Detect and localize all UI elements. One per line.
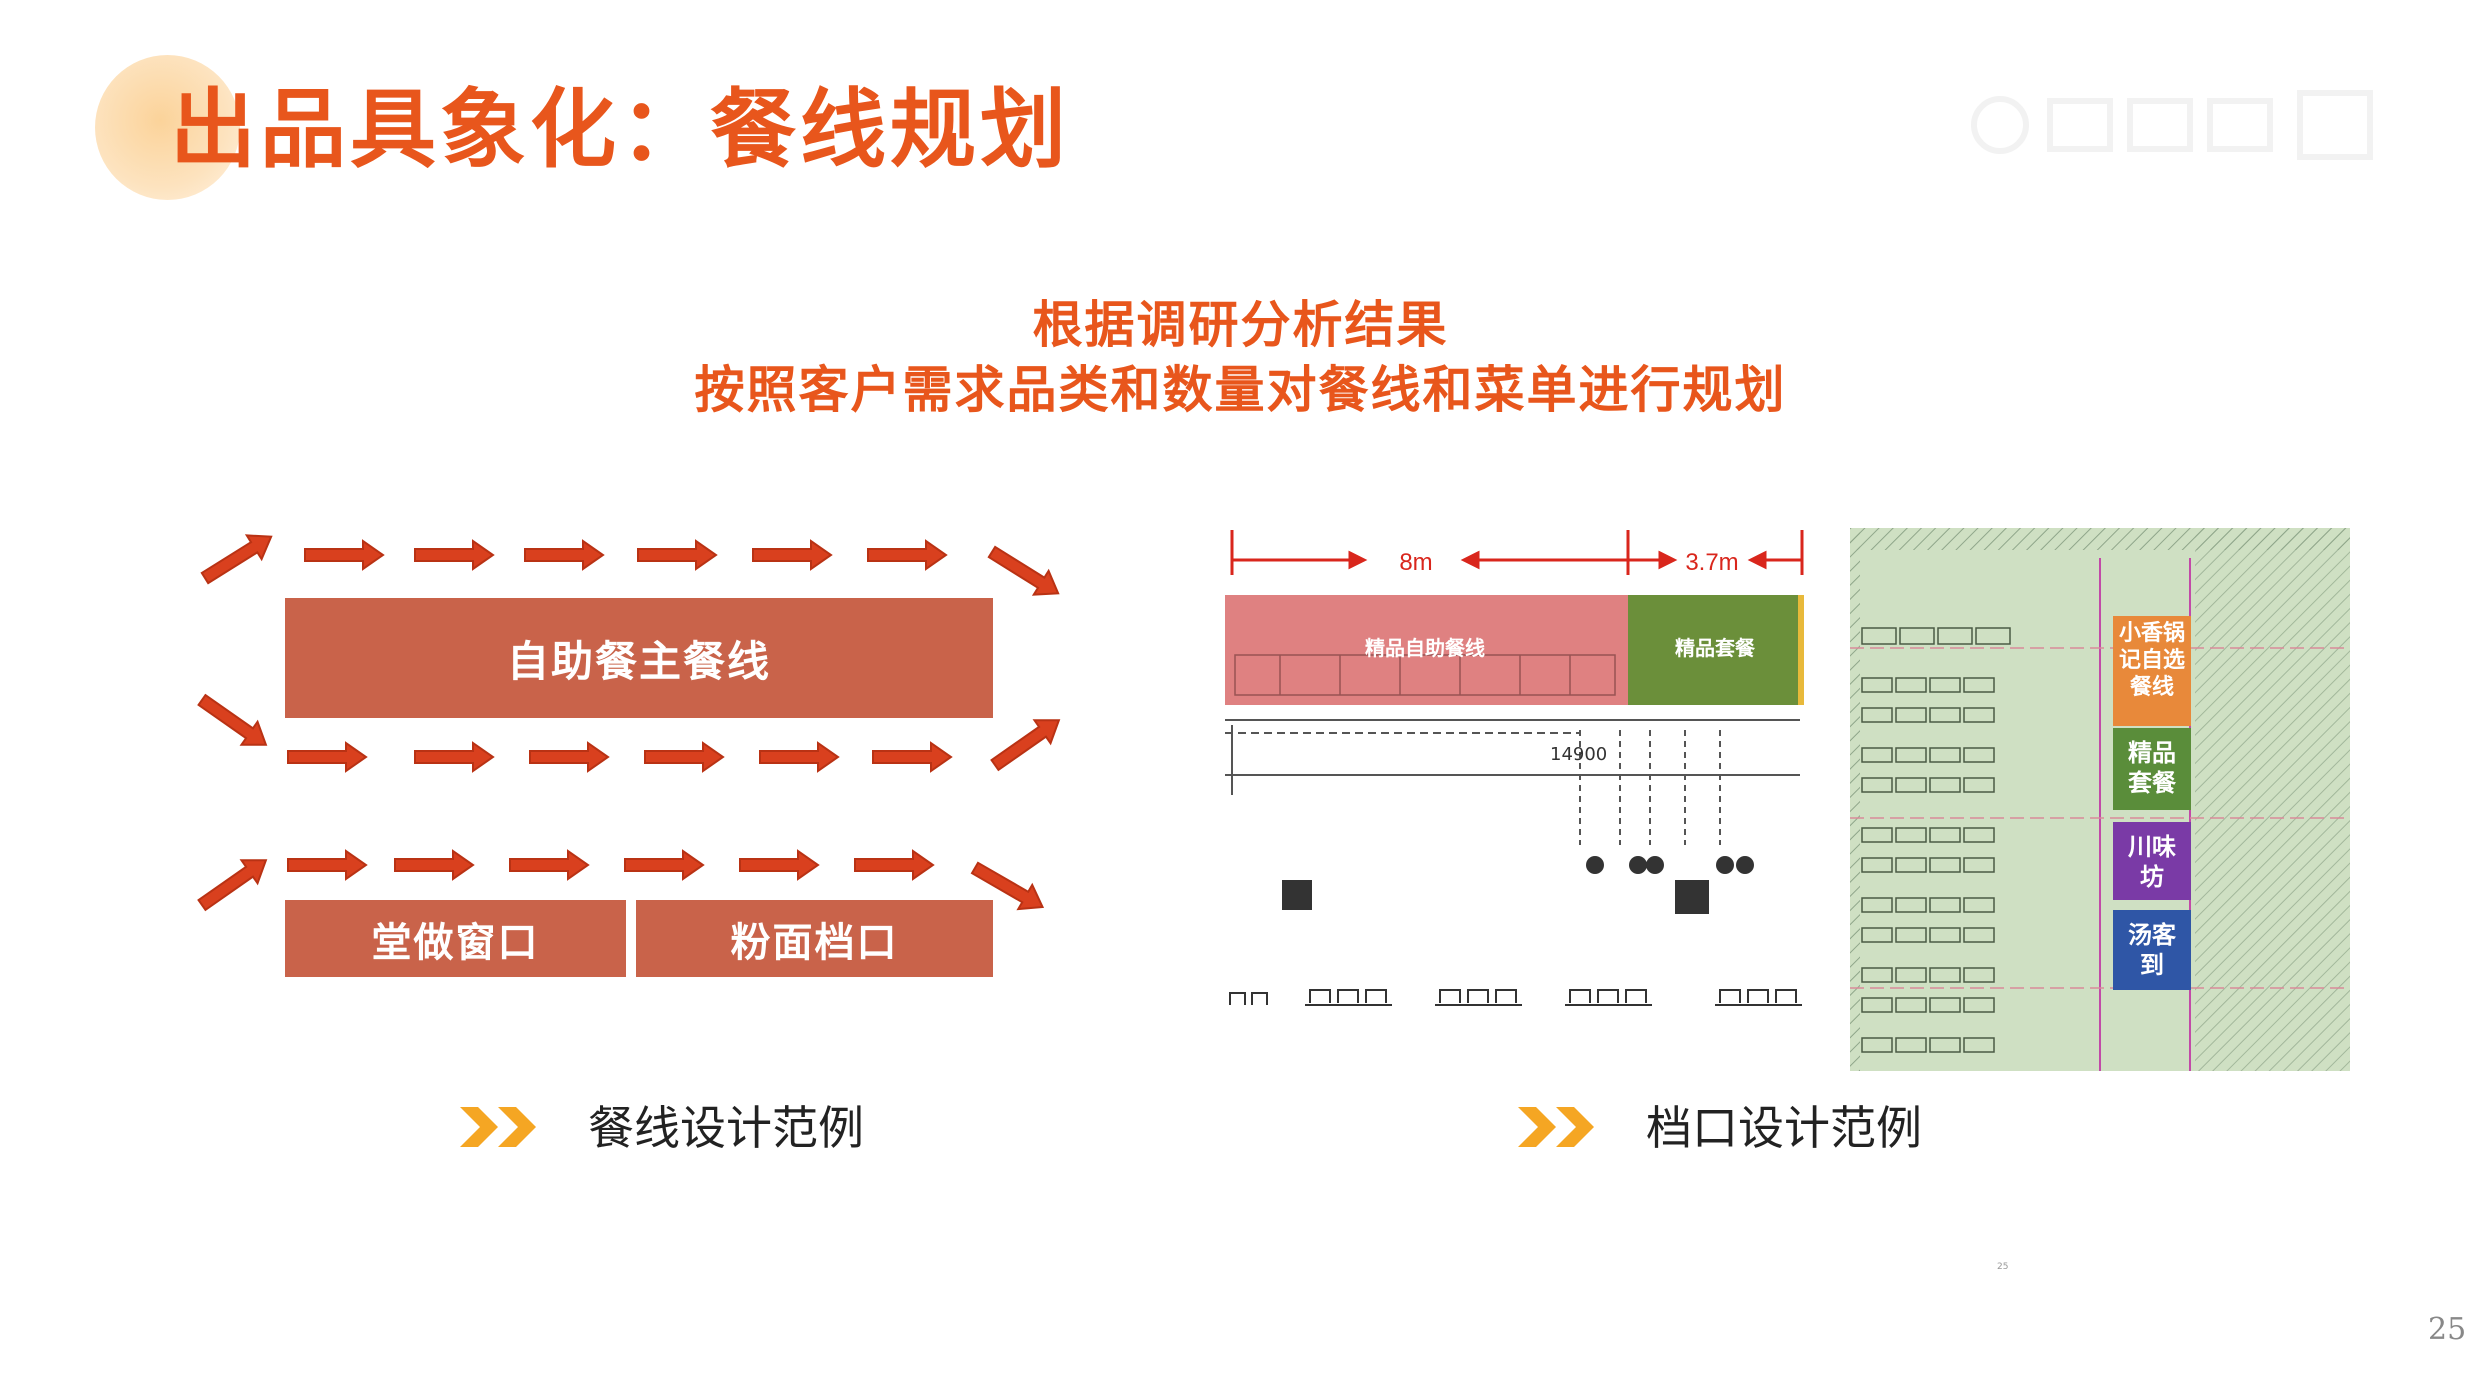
flow-arrows bbox=[192, 523, 1068, 921]
double-chevron-icon bbox=[460, 1107, 536, 1147]
dimension-8m: 8m bbox=[1399, 549, 1432, 576]
watermark-logo bbox=[1971, 90, 2373, 160]
arrow-mid-5 bbox=[644, 742, 724, 772]
arrow-mid-6 bbox=[759, 742, 839, 772]
buffet-line-floor-plan: 8m 3.7m 精品自助餐线 精品套餐 14900 bbox=[1225, 530, 1804, 1006]
arrow-top-5 bbox=[637, 540, 717, 570]
arrow-mid-2 bbox=[287, 742, 367, 772]
page-title: 出品具象化：餐线规划 bbox=[170, 80, 1070, 180]
dimension-14900: 14900 bbox=[1550, 744, 1607, 765]
arrow-low-3 bbox=[394, 850, 474, 880]
arrow-mid-4 bbox=[529, 742, 609, 772]
tiny-slide-number: 25 bbox=[1997, 1262, 2009, 1272]
arrow-low-6 bbox=[739, 850, 819, 880]
arrow-top-8 bbox=[983, 539, 1067, 607]
subtitle-line-1: 根据调研分析结果 bbox=[1032, 296, 1449, 354]
dimension-3-7m: 3.7m bbox=[1685, 549, 1738, 576]
arrow-mid-1 bbox=[192, 687, 275, 758]
arrow-top-3 bbox=[414, 540, 494, 570]
arrow-low-5 bbox=[624, 850, 704, 880]
arrow-low-4 bbox=[509, 850, 589, 880]
stall-floor-plan bbox=[1850, 528, 2350, 1071]
arrow-top-6 bbox=[752, 540, 832, 570]
zone-buffet-label: 精品自助餐线 bbox=[1365, 636, 1485, 660]
caption-line-example: 餐线设计范例 bbox=[588, 1101, 864, 1155]
main-buffet-line-bar: 自助餐主餐线 bbox=[285, 598, 993, 718]
arrow-mid-8 bbox=[985, 707, 1068, 778]
page-number: 25 bbox=[2428, 1312, 2467, 1347]
arrow-low-2 bbox=[287, 850, 367, 880]
arrow-mid-7 bbox=[872, 742, 952, 772]
stall-xiaoxiangguo: 小香锅记自选餐线 bbox=[2113, 616, 2191, 726]
caption-stall-example: 档口设计范例 bbox=[1646, 1101, 1922, 1155]
title-decoration-circle bbox=[95, 55, 240, 200]
arrow-mid-3 bbox=[414, 742, 494, 772]
stall-tangkedao: 汤客到 bbox=[2113, 910, 2191, 990]
stall-set-meal: 精品套餐 bbox=[2113, 728, 2191, 810]
zone-set-meal-label: 精品套餐 bbox=[1675, 636, 1756, 660]
open-kitchen-window-bar: 堂做窗口 bbox=[285, 900, 626, 977]
stall-chuanwei: 川味坊 bbox=[2113, 822, 2191, 900]
arrow-low-7 bbox=[854, 850, 934, 880]
arrow-top-1 bbox=[196, 523, 280, 591]
arrow-low-1 bbox=[192, 847, 275, 918]
arrow-top-7 bbox=[867, 540, 947, 570]
double-chevron-icon-2 bbox=[1518, 1107, 1594, 1147]
arrow-top-4 bbox=[524, 540, 604, 570]
arrow-top-2 bbox=[304, 540, 384, 570]
subtitle-line-2: 按照客户需求品类和数量对餐线和菜单进行规划 bbox=[694, 361, 1787, 419]
noodle-stall-bar: 粉面档口 bbox=[636, 900, 993, 977]
